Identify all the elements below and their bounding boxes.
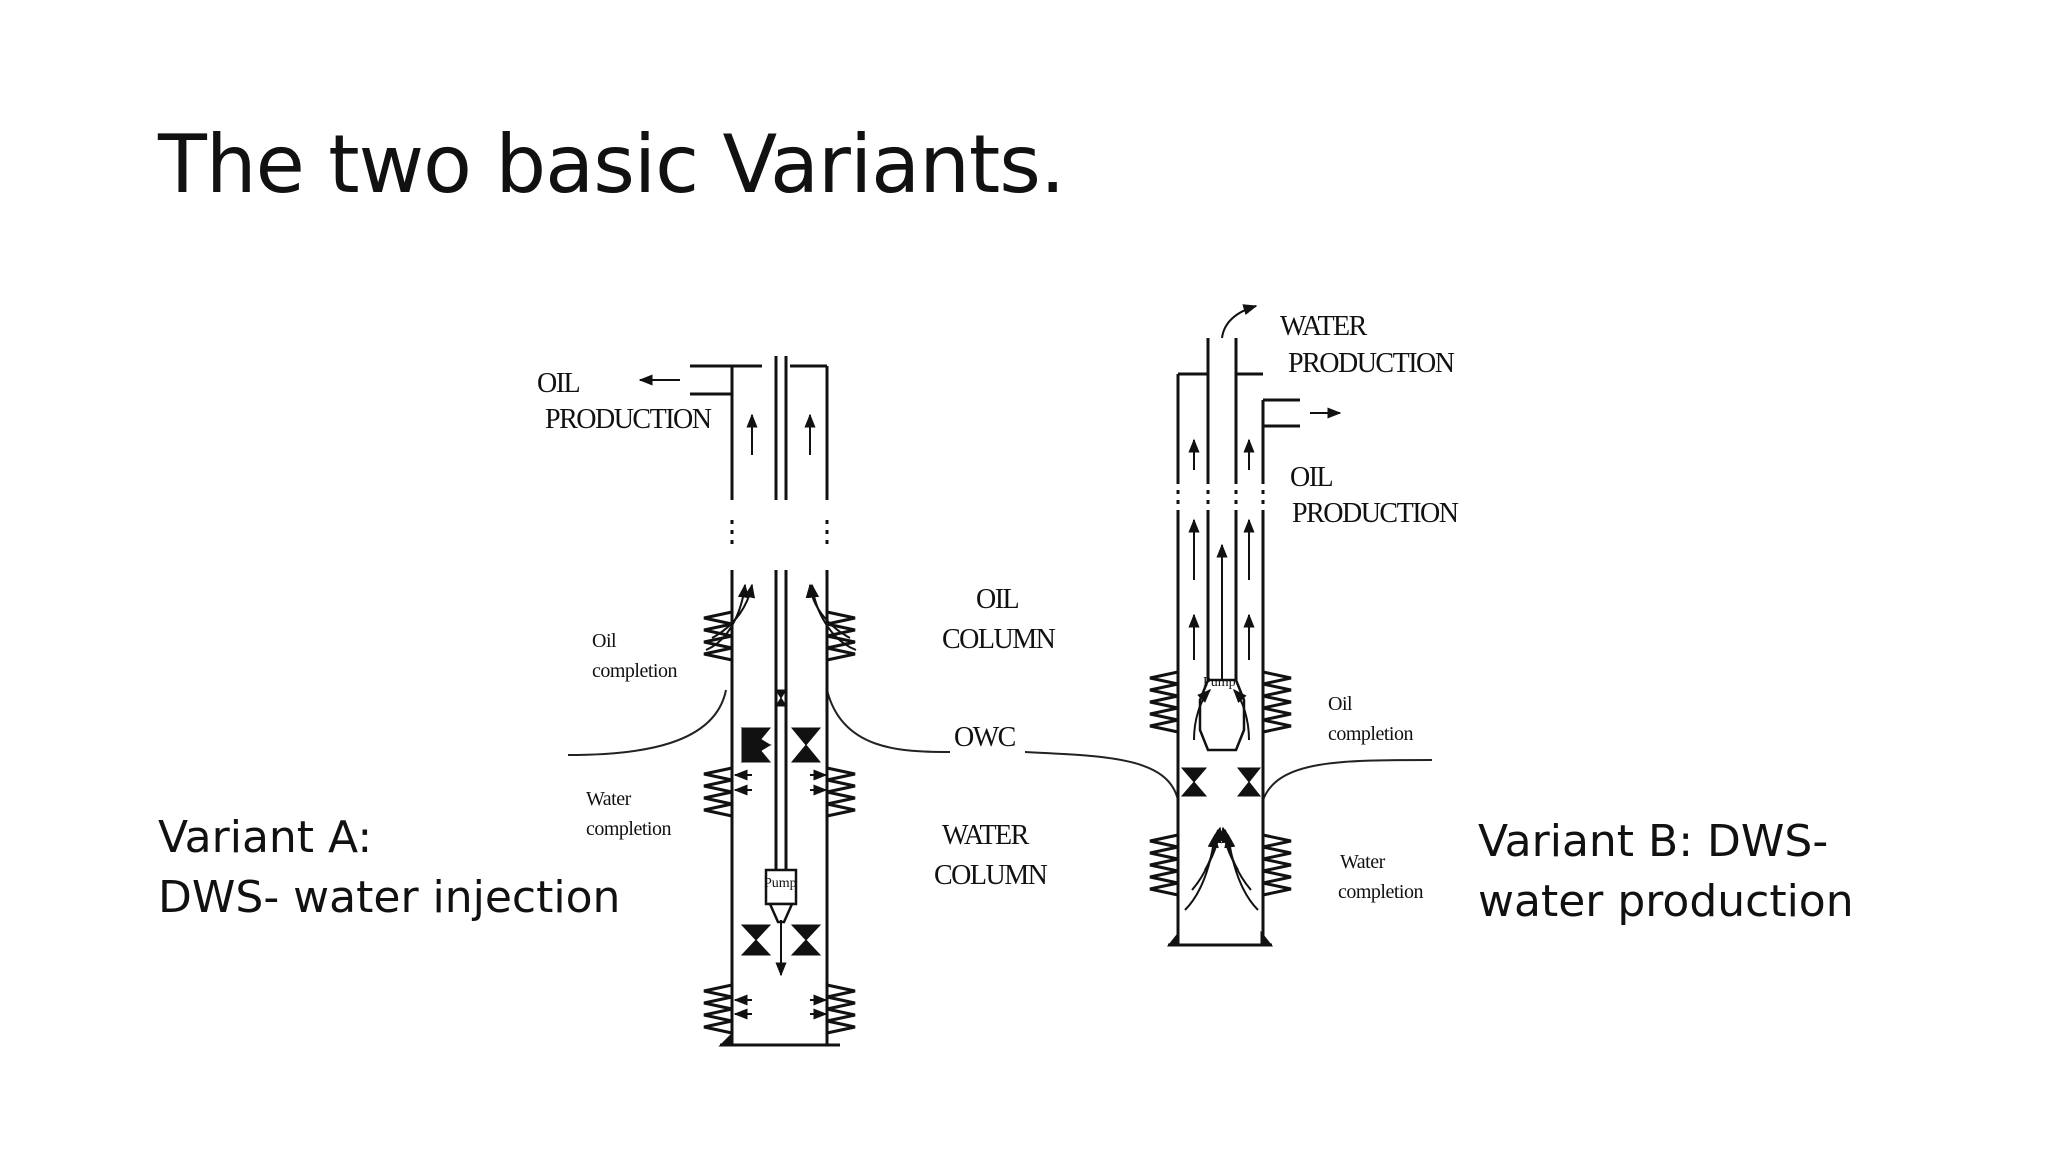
water-column-label-2: COLUMN [934, 860, 1048, 891]
oil-production-b-label-2: PRODUCTION [1292, 498, 1459, 529]
well-b-outlet-arrows [1221, 304, 1342, 419]
water-completion-a-label-2: completion [586, 818, 671, 840]
owc-label: OWC [954, 722, 1016, 753]
well-b-pump-label: Pump [1203, 675, 1236, 690]
variant-a-line2: DWS- water injection [158, 872, 621, 923]
oil-completion-a-label-2: completion [592, 660, 677, 682]
well-b-packers [1180, 767, 1262, 797]
oil-column-label-2: COLUMN [942, 624, 1056, 655]
well-a-flow-arrows [705, 413, 857, 1020]
well-a-pump-label: Pump [764, 876, 797, 891]
well-a-packers [740, 689, 822, 956]
owc-interface-line [567, 689, 1433, 801]
oil-production-b-label-1: OIL [1290, 462, 1333, 493]
oil-completion-b-label-1: Oil [1328, 693, 1353, 715]
variant-b-line1: Variant B: DWS- [1478, 816, 1829, 867]
well-a-perforations [703, 610, 856, 1035]
water-production-b-label-2: PRODUCTION [1288, 348, 1455, 379]
oil-completion-a-label-1: Oil [592, 630, 617, 652]
variant-a-line1: Variant A: [158, 812, 373, 863]
well-a-pump [764, 868, 798, 924]
variant-b-line2: water production [1478, 876, 1854, 927]
oil-completion-b-label-2: completion [1328, 723, 1413, 745]
water-completion-b-label-2: completion [1338, 881, 1423, 903]
slide-title: The two basic Variants. [158, 118, 1065, 211]
oil-production-a-label-1: OIL [537, 368, 580, 399]
variant-b-caption: Variant B: DWS- water production [1478, 812, 1854, 932]
well-b-flow-arrows [1184, 438, 1259, 911]
well-a [690, 356, 840, 1047]
water-column-label-1: WATER [942, 820, 1030, 851]
well-b-perforations [1149, 670, 1292, 897]
oil-column-label-1: OIL [976, 584, 1019, 615]
oil-production-a-label-2: PRODUCTION [545, 404, 712, 435]
water-production-b-label-1: WATER [1280, 311, 1368, 342]
water-completion-b-label-1: Water [1340, 851, 1386, 873]
water-completion-a-label-1: Water [586, 788, 632, 810]
variant-a-caption: Variant A: DWS- water injection [158, 808, 620, 928]
well-b-pump [1198, 678, 1246, 752]
